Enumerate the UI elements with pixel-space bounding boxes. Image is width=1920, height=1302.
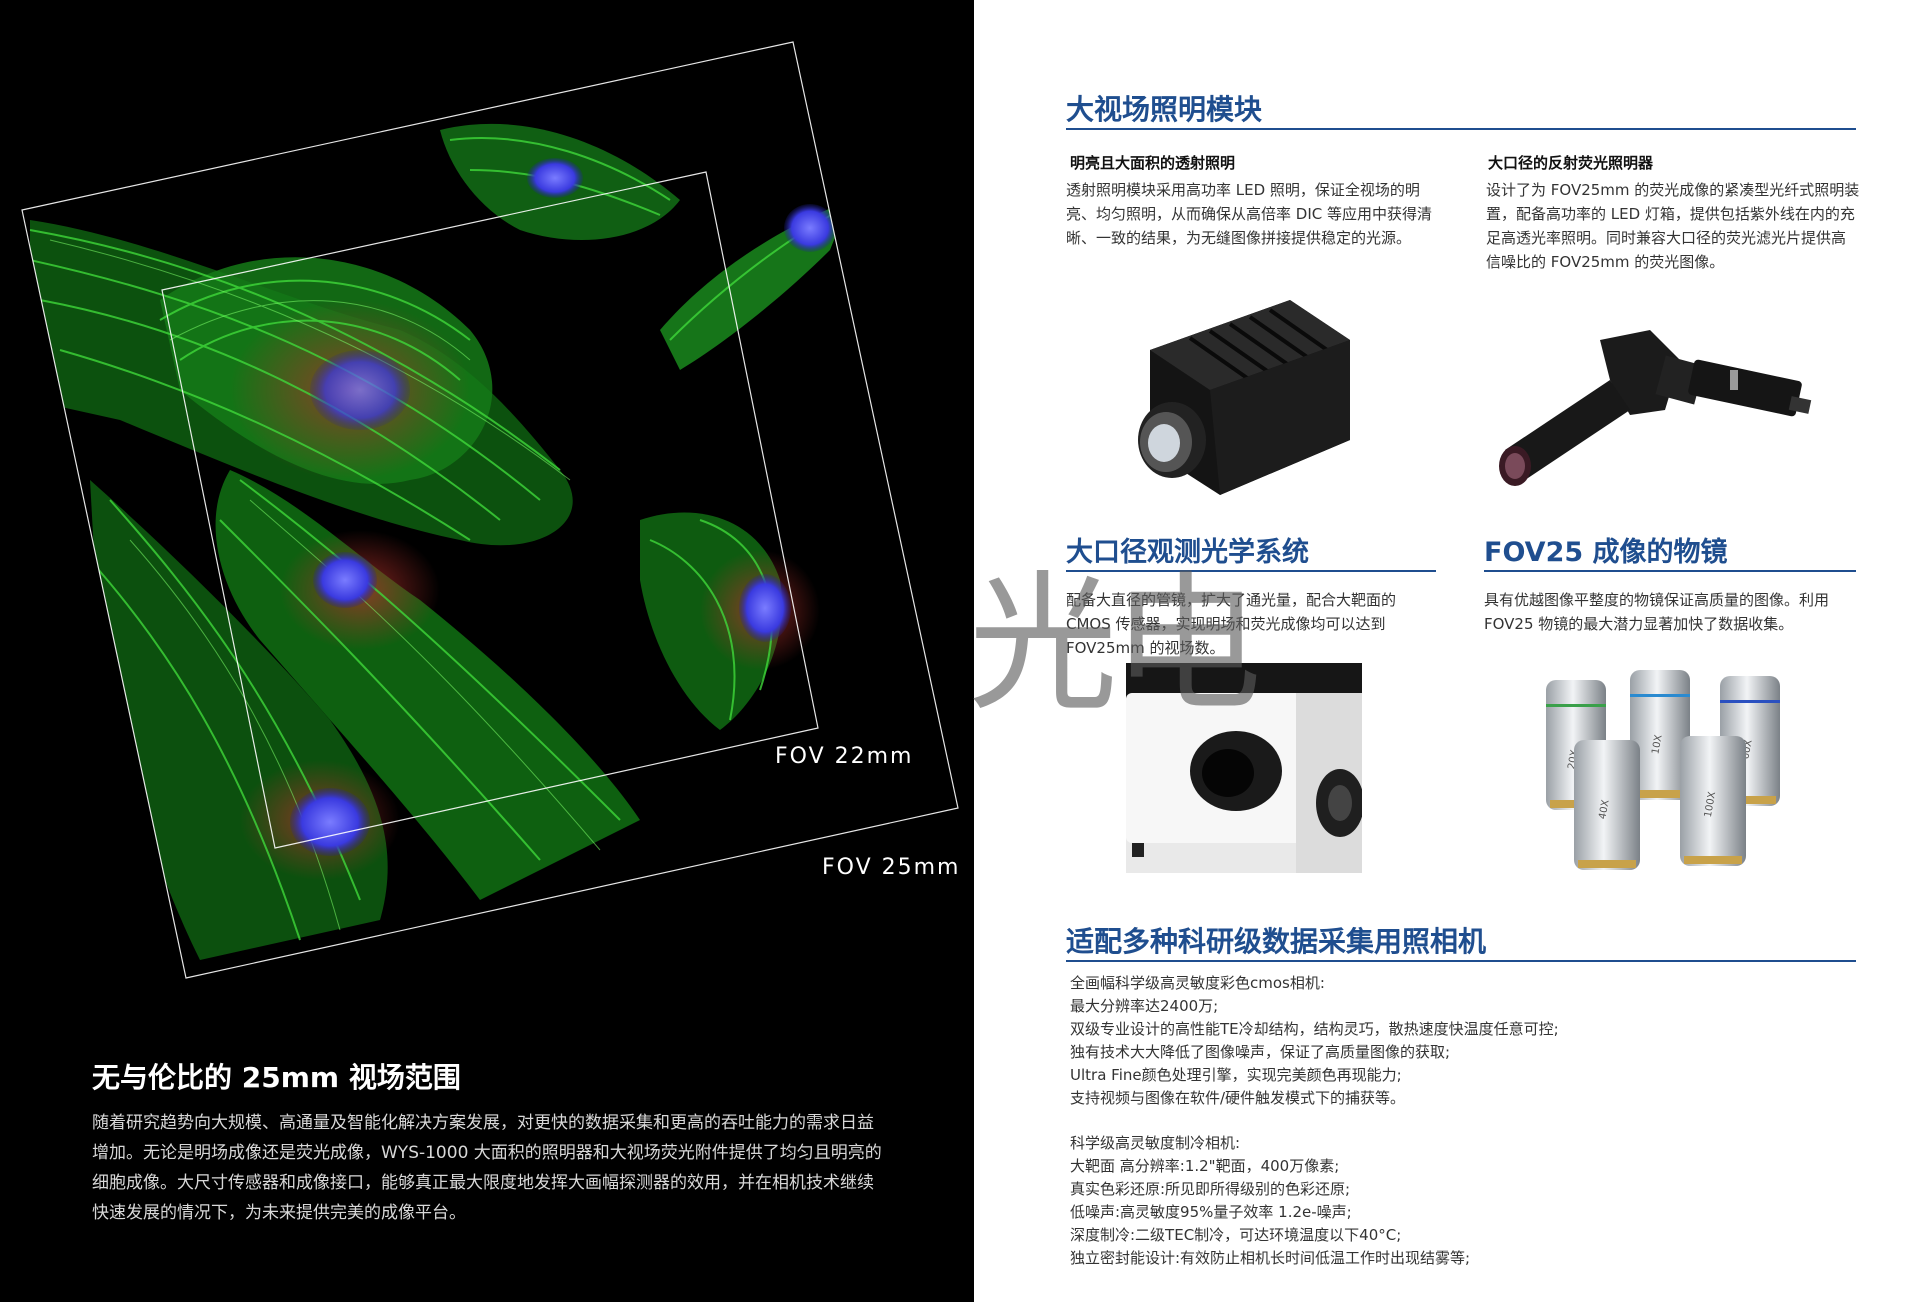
- camera-spec-line: 独立密封能设计:有效防止相机长时间低温工作时出现结雾等;: [1070, 1249, 1471, 1267]
- camera-spec-line: 全画幅科学级高灵敏度彩色cmos相机:: [1070, 974, 1325, 992]
- illumination-title: 大视场照明模块: [1066, 93, 1263, 126]
- transmitted-illumination-text: 透射照明模块采用高功率 LED 照明，保证全视场的明亮、均匀照明，从而确保从高倍…: [1066, 181, 1432, 247]
- camera-spec-line: 双级专业设计的高性能TE冷却结构，结构灵巧，散热速度快温度任意可控;: [1070, 1020, 1559, 1038]
- svg-text:100X: 100X: [1703, 791, 1718, 819]
- camera-spec-group-2: 科学级高灵敏度制冷相机: 大靶面 高分辨率:1.2"靶面，400万像素; 真实色…: [1070, 1132, 1470, 1270]
- objective-title: FOV25 成像的物镜: [1484, 537, 1728, 568]
- watermark-text: 光电: [968, 558, 1262, 732]
- transmitted-illumination-subtitle: 明亮且大面积的透射照明: [1070, 154, 1236, 172]
- fov-22mm-frame: [161, 171, 819, 849]
- svg-text:10X: 10X: [1650, 734, 1664, 755]
- camera-spec-line: 支持视频与图像在软件/硬件触发模式下的捕获等。: [1070, 1089, 1406, 1107]
- optics-title: 大口径观测光学系统: [1066, 537, 1309, 568]
- camera-spec-line: 独有技术大大降低了图像噪声，保证了高质量图像的获取;: [1070, 1043, 1451, 1061]
- objective-text: 具有优越图像平整度的物镜保证高质量的图像。利用 FOV25 物镜的最大潜力显著加…: [1484, 591, 1830, 633]
- left-section-title: 无与伦比的 25mm 视场范围: [92, 1061, 461, 1094]
- optics-text: 配备大直径的管镜，扩大了通光量，配合大靶面的 CMOS 传感器，实现明场和荧光成…: [1066, 591, 1397, 657]
- cell-image-content: [22, 42, 958, 978]
- fluorescence-illuminator-image: [1499, 330, 1812, 486]
- reflected-illuminator-text: 设计了为 FOV25mm 的荧光成像的紧凑型光纤式照明装置，配备高功率的 LED…: [1486, 181, 1860, 271]
- camera-spec-line: 科学级高灵敏度制冷相机:: [1070, 1134, 1241, 1152]
- camera-rule: [1066, 960, 1856, 962]
- camera-spec-group-1: 全画幅科学级高灵敏度彩色cmos相机: 最大分辨率达2400万; 双级专业设计的…: [1070, 972, 1559, 1110]
- fluorescence-cell-image: [21, 41, 959, 979]
- svg-text:40X: 40X: [1597, 799, 1611, 820]
- camera-spec-line: 大靶面 高分辨率:1.2"靶面，400万像素;: [1070, 1157, 1340, 1175]
- camera-spec-line: Ultra Fine颜色处理引擎，实现完美颜色再现能力;: [1070, 1066, 1402, 1084]
- left-panel: FOV 22mm FOV 25mm 无与伦比的 25mm 视场范围 随着研究趋势…: [0, 0, 974, 1302]
- camera-spec-line: 低噪声:高灵敏度95%量子效率 1.2e-噪声;: [1070, 1203, 1352, 1221]
- camera-spec-line: 深度制冷:二级TEC制冷，可达环境温度以下40°C;: [1070, 1226, 1402, 1244]
- optics-rule: [1066, 570, 1436, 572]
- microscope-body-image: [1126, 663, 1362, 873]
- fov-25mm-frame: [21, 41, 959, 979]
- fov-22mm-label: FOV 22mm: [775, 744, 914, 769]
- objective-lenses-image: 20X 10X 60X 40X 100X: [1530, 660, 1800, 885]
- illumination-rule: [1066, 128, 1856, 130]
- left-section-body: 随着研究趋势向大规模、高通量及智能化解决方案发展，对更快的数据采集和更高的吞吐能…: [92, 1113, 882, 1223]
- lens-40x: 40X: [1574, 740, 1640, 870]
- camera-title: 适配多种科研级数据采集用照相机: [1066, 925, 1487, 958]
- lens-100x: 100X: [1680, 736, 1746, 866]
- fov-25mm-label: FOV 25mm: [822, 855, 961, 880]
- camera-spec-line: 最大分辨率达2400万;: [1070, 997, 1219, 1015]
- led-illumination-module-image: [1138, 300, 1350, 495]
- camera-spec-line: 真实色彩还原:所见即所得级别的色彩还原;: [1070, 1180, 1351, 1198]
- objective-rule: [1484, 570, 1856, 572]
- reflected-illuminator-subtitle: 大口径的反射荧光照明器: [1488, 154, 1654, 172]
- lens-10x: 10X: [1630, 670, 1690, 800]
